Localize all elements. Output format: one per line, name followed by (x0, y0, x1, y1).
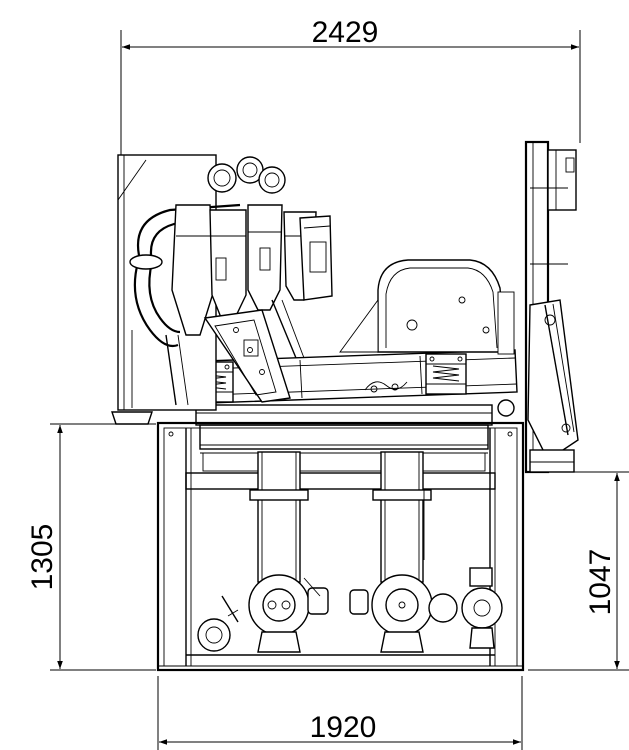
machine-outline (111, 140, 579, 672)
dimension-label-left-height: 1305 (26, 524, 59, 591)
pumps (197, 567, 503, 653)
dimension-left-height: 1305 (26, 423, 156, 671)
dimension-label-base-width: 1920 (310, 711, 377, 744)
vibrator-housing (339, 259, 515, 355)
dimension-overall-width: 2429 (120, 16, 581, 155)
dimension-label-overall-width: 2429 (312, 16, 379, 49)
hydrocyclones (129, 156, 333, 406)
discharge-pipes (249, 451, 432, 583)
dimension-label-right-height: 1047 (584, 549, 617, 616)
dimension-right-height: 1047 (528, 471, 629, 671)
side-screen-panel (497, 140, 579, 474)
dimension-base-width: 1920 (157, 676, 523, 750)
